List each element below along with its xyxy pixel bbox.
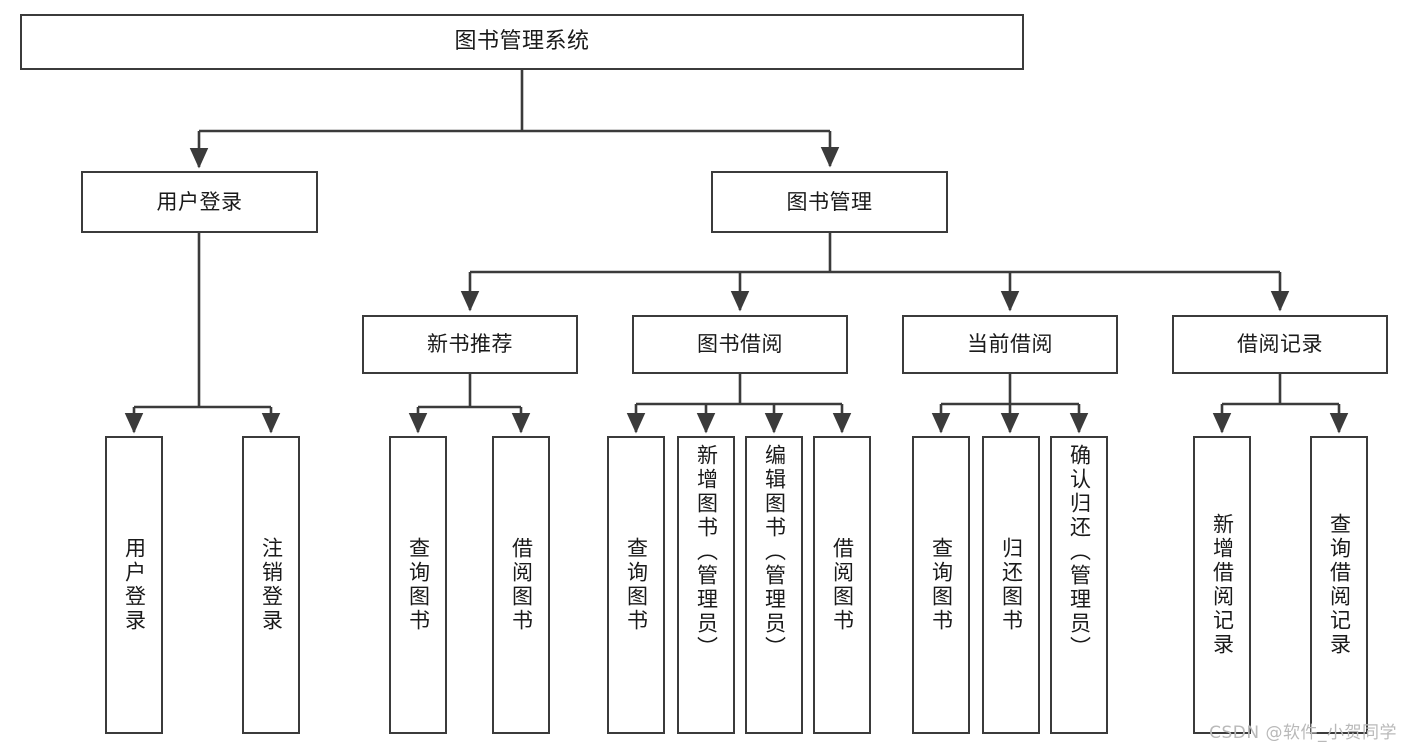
node-leaf-query-book-2-label: 查询图书 [624,537,649,633]
node-root-label: 图书管理系统 [454,29,590,55]
node-leaf-edit-book-label: 编辑图书（管理员） [762,444,787,660]
node-leaf-add-record[interactable]: 新增借阅记录 [1193,436,1251,734]
node-leaf-query-book-2[interactable]: 查询图书 [607,436,665,734]
node-user-login[interactable]: 用户登录 [81,171,318,233]
node-leaf-query-book-3-label: 查询图书 [929,537,954,633]
node-book-manage[interactable]: 图书管理 [711,171,948,233]
node-leaf-logout-label: 注销登录 [259,537,284,633]
node-leaf-borrow-book-2-label: 借阅图书 [830,537,855,633]
node-borrow-record-label: 借阅记录 [1237,332,1323,357]
node-leaf-borrow-book-1-label: 借阅图书 [509,537,534,633]
node-leaf-user-login-label: 用户登录 [122,537,147,633]
node-new-book-recommend-label: 新书推荐 [427,332,513,357]
node-current-borrow-label: 当前借阅 [967,332,1053,357]
node-current-borrow[interactable]: 当前借阅 [902,315,1118,374]
node-leaf-return-book[interactable]: 归还图书 [982,436,1040,734]
node-leaf-logout[interactable]: 注销登录 [242,436,300,734]
node-leaf-add-record-label: 新增借阅记录 [1210,513,1235,657]
node-leaf-edit-book[interactable]: 编辑图书（管理员） [745,436,803,734]
node-leaf-query-book-1-label: 查询图书 [406,537,431,633]
node-leaf-query-record[interactable]: 查询借阅记录 [1310,436,1368,734]
node-book-borrow[interactable]: 图书借阅 [632,315,848,374]
node-leaf-borrow-book-1[interactable]: 借阅图书 [492,436,550,734]
node-leaf-query-record-label: 查询借阅记录 [1327,513,1352,657]
node-user-login-label: 用户登录 [156,189,243,214]
node-leaf-add-book[interactable]: 新增图书（管理员） [677,436,735,734]
node-borrow-record[interactable]: 借阅记录 [1172,315,1388,374]
node-leaf-confirm-return[interactable]: 确认归还（管理员） [1050,436,1108,734]
node-book-manage-label: 图书管理 [786,189,873,214]
node-leaf-user-login[interactable]: 用户登录 [105,436,163,734]
node-leaf-query-book-1[interactable]: 查询图书 [389,436,447,734]
node-new-book-recommend[interactable]: 新书推荐 [362,315,578,374]
node-leaf-confirm-return-label: 确认归还（管理员） [1067,444,1092,660]
node-leaf-return-book-label: 归还图书 [999,537,1024,633]
node-book-borrow-label: 图书借阅 [697,332,783,357]
node-leaf-borrow-book-2[interactable]: 借阅图书 [813,436,871,734]
csdn-watermark: CSDN @软件_小贺同学 [1209,723,1397,743]
node-leaf-query-book-3[interactable]: 查询图书 [912,436,970,734]
node-leaf-add-book-label: 新增图书（管理员） [694,444,719,660]
node-root[interactable]: 图书管理系统 [20,14,1024,70]
